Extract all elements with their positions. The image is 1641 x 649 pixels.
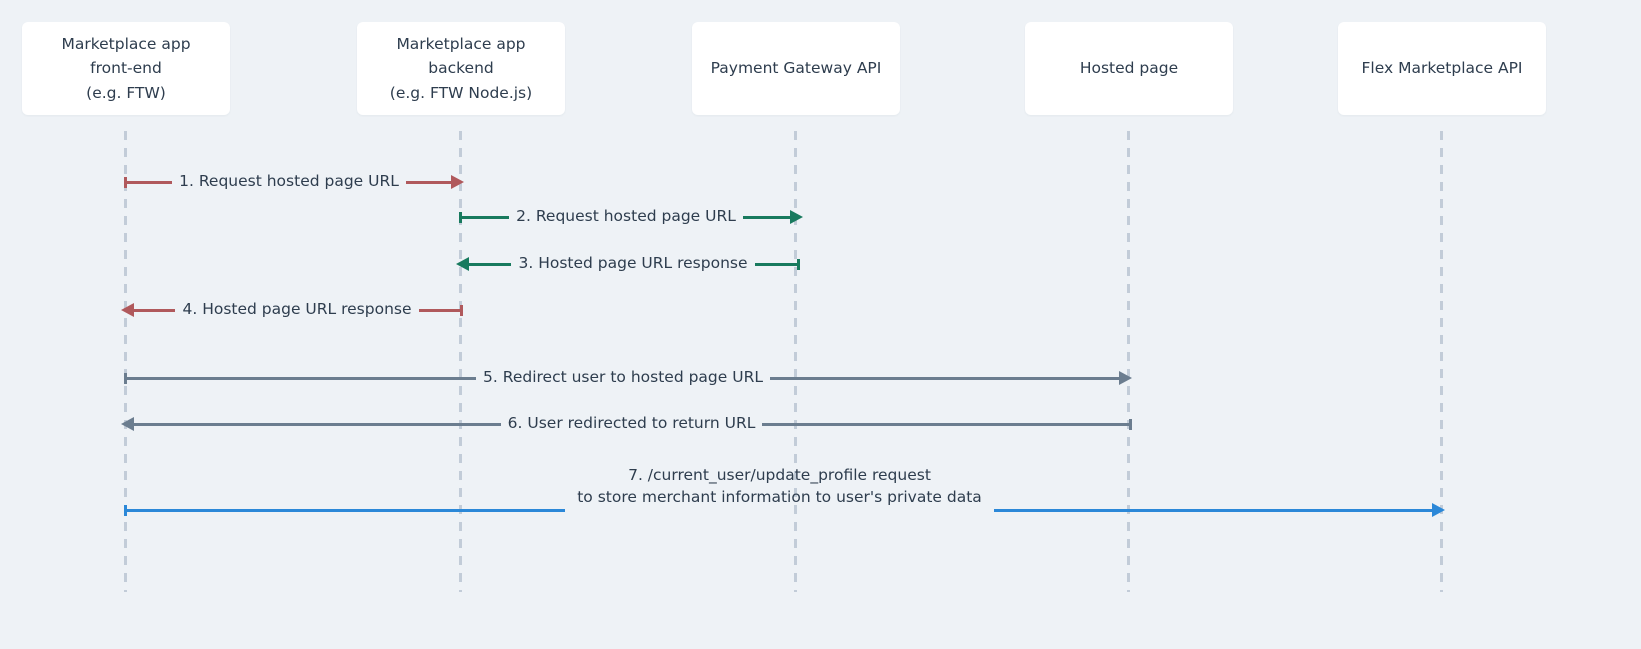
arrowhead-icon: [1119, 371, 1133, 385]
message-line: [418, 308, 460, 312]
participant-backend[interactable]: Marketplace app backend (e.g. FTW Node.j…: [357, 22, 565, 115]
message-line: [405, 180, 452, 184]
message-tail: [124, 372, 127, 384]
participant-label: Hosted page: [1079, 59, 1179, 78]
participant-label: Marketplace app backend (e.g. FTW Node.j…: [389, 35, 533, 102]
message-tail: [459, 211, 462, 223]
participant-hosted-page[interactable]: Hosted page: [1025, 22, 1233, 115]
message-line: [993, 509, 1433, 512]
message-line: [127, 509, 566, 512]
participant-payment-gateway-api[interactable]: Payment Gateway API: [692, 22, 900, 115]
message-1[interactable]: 1. Request hosted page URL: [124, 167, 465, 197]
message-tail: [1129, 418, 1132, 430]
message-6[interactable]: 6. User redirected to return URL: [121, 409, 1132, 439]
message-tail: [797, 258, 800, 270]
message-label: 5. Redirect user to hosted page URL: [483, 368, 763, 386]
arrowhead-icon: [451, 175, 465, 189]
arrowhead-icon: [121, 303, 134, 317]
message-line: [462, 215, 510, 219]
message-line: [754, 262, 797, 266]
message-7[interactable]: 7. /current_user/update_profile request …: [124, 462, 1446, 517]
message-tail: [460, 304, 463, 316]
lifeline-payment-gateway-api: [794, 131, 797, 592]
message-line: [134, 422, 501, 426]
participant-flex-marketplace-api[interactable]: Flex Marketplace API: [1338, 22, 1546, 115]
lifeline-flex-marketplace-api: [1440, 131, 1443, 592]
message-line: [127, 376, 477, 380]
message-label: 2. Request hosted page URL: [516, 207, 736, 225]
message-line: [469, 262, 512, 266]
message-label: 3. Hosted page URL response: [518, 254, 748, 272]
message-label: 6. User redirected to return URL: [507, 414, 756, 432]
message-5[interactable]: 5. Redirect user to hosted page URL: [124, 363, 1133, 393]
lifeline-frontend: [124, 131, 127, 592]
message-label: 4. Hosted page URL response: [182, 300, 412, 318]
message-label: 1. Request hosted page URL: [179, 172, 399, 190]
participant-frontend[interactable]: Marketplace app front-end (e.g. FTW): [22, 22, 230, 115]
participant-label: Flex Marketplace API: [1361, 59, 1523, 78]
lifeline-backend: [459, 131, 462, 592]
message-line: [769, 376, 1120, 380]
participant-label: Marketplace app front-end (e.g. FTW): [61, 35, 191, 102]
arrowhead-icon: [456, 257, 469, 271]
message-3[interactable]: 3. Hosted page URL response: [456, 249, 800, 279]
message-2[interactable]: 2. Request hosted page URL: [459, 202, 804, 232]
message-tail: [124, 505, 127, 516]
arrowhead-icon: [121, 417, 134, 431]
message-line: [127, 180, 173, 184]
participant-label: Payment Gateway API: [710, 59, 882, 78]
message-4[interactable]: 4. Hosted page URL response: [121, 295, 463, 325]
arrowhead-icon: [790, 210, 804, 224]
lifeline-hosted-page: [1127, 131, 1130, 592]
message-line: [134, 308, 176, 312]
message-label: 7. /current_user/update_profile request …: [577, 466, 982, 506]
message-line: [762, 422, 1129, 426]
arrowhead-icon: [1432, 503, 1446, 517]
message-tail: [124, 176, 127, 188]
message-line: [742, 215, 791, 219]
